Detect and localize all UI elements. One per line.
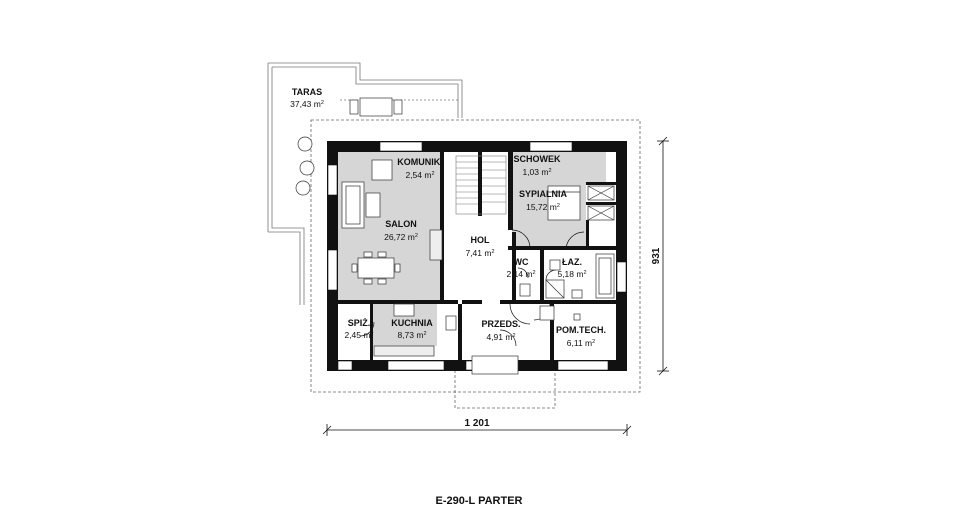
terrace-table <box>359 97 393 117</box>
room-name-kuchnia: KUCHNIA <box>391 318 433 328</box>
toilet-wc <box>519 283 531 297</box>
fireplace <box>429 229 443 261</box>
terrace-chair-1 <box>297 136 313 152</box>
room-area-salon: 26,72 m2 <box>384 232 418 242</box>
room-area-unit-przeds: 2 <box>512 333 515 339</box>
room-area-unit-hol: 2 <box>491 249 494 255</box>
interior-walls <box>338 152 618 360</box>
dimension-horizontal <box>322 424 632 436</box>
room-area-schowek: 1,03 m2 <box>522 167 551 177</box>
room-name-pomtech: POM.TECH. <box>556 325 606 335</box>
staircase <box>455 155 507 215</box>
room-area-spiz: 2,45 m2 <box>344 330 373 340</box>
room-area-unit-salon: 2 <box>415 233 418 239</box>
room-area-unit-pomtech: 2 <box>592 339 595 345</box>
room-name-wc: WC <box>514 257 529 267</box>
room-area-unit-taras: 2 <box>321 100 324 106</box>
dining-table <box>357 257 395 279</box>
dimension-width-label: 1 201 <box>464 418 489 429</box>
room-area-unit-spiz: 2 <box>370 331 373 337</box>
room-name-salon: SALON <box>385 219 417 229</box>
room-name-laz: ŁAZ. <box>562 257 582 267</box>
room-area-przeds: 4,91 m2 <box>486 332 515 342</box>
room-area-wc: 2,14 m2 <box>506 269 535 279</box>
boiler <box>539 305 555 321</box>
sofa <box>341 181 365 229</box>
room-name-przeds: PRZEDS. <box>481 319 520 329</box>
room-area-unit-komunik: 2 <box>431 171 434 177</box>
room-area-unit-laz: 2 <box>583 270 586 276</box>
room-area-taras: 37,43 m2 <box>290 99 324 109</box>
room-name-schowek: SCHOWEK <box>514 154 562 164</box>
kitchen-island <box>393 303 415 317</box>
room-name-taras: TARAS <box>292 87 322 97</box>
room-area-unit-wc: 2 <box>532 270 535 276</box>
entrance-canopy-outline <box>454 370 556 409</box>
sink <box>571 289 583 299</box>
room-name-komunik: KOMUNIK. <box>397 157 443 167</box>
entrance-step <box>471 355 519 375</box>
room-area-kuchnia: 8,73 m2 <box>397 330 426 340</box>
room-labels: TARAS 37,43 m2 KOMUNIK. 2,54 m2 SALON 26,72 m… <box>290 87 606 348</box>
room-area-komunik: 2,54 m2 <box>405 170 434 180</box>
furniture <box>295 97 615 375</box>
toilet-laz <box>549 259 561 271</box>
room-area-hol: 7,41 m2 <box>465 248 494 258</box>
room-name-hol: HOL <box>471 235 491 245</box>
terrace-chair-2 <box>299 160 315 176</box>
room-area-unit-kuchnia: 2 <box>423 331 426 337</box>
room-area-pomtech: 6,11 m2 <box>567 338 595 348</box>
room-area-unit-schowek: 2 <box>548 168 551 174</box>
terrace-chair-3 <box>295 180 311 196</box>
roof-outline <box>310 119 641 393</box>
room-name-sypialnia: SYPIALNIA <box>519 189 568 199</box>
coffee-table <box>365 192 381 218</box>
bathtub <box>595 253 615 299</box>
armchair <box>371 159 393 181</box>
dimension-height-label: 931 <box>651 247 662 264</box>
room-area-laz: 5,18 m2 <box>557 269 586 279</box>
room-name-spiz: SPIŻ. <box>348 318 371 328</box>
room-area-sypialnia: 15,72 m2 <box>526 202 560 212</box>
dimension-vertical <box>657 136 669 376</box>
plan-title: E-290-L PARTER <box>435 495 522 507</box>
room-area-unit-sypialnia: 2 <box>557 203 560 209</box>
